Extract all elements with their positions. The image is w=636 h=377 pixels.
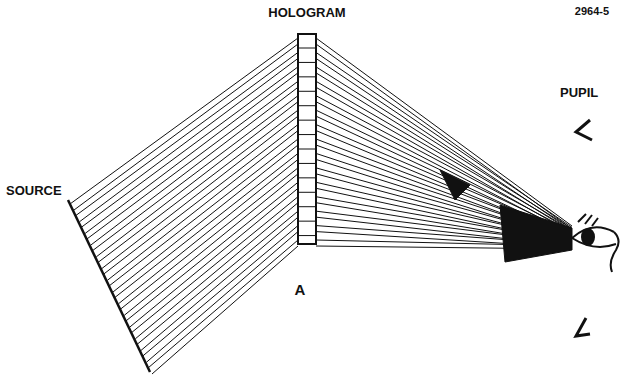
ray-line: [103, 125, 298, 275]
ray-line: [316, 67, 572, 229]
pupil-bracket: [576, 120, 592, 140]
ray-line: [119, 159, 298, 303]
ray-line: [120, 168, 298, 310]
hologram-label: HOLOGRAM: [268, 6, 345, 19]
ray-line: [316, 44, 572, 229]
ray-line: [298, 48, 316, 49]
ray-line: [92, 96, 298, 251]
ray-line: [96, 102, 298, 257]
ray-line: [137, 211, 298, 344]
ray-line: [124, 174, 298, 316]
ray-line: [298, 177, 316, 178]
ray-line: [298, 105, 316, 106]
ray-line: [85, 73, 298, 234]
ray-line: [131, 197, 298, 333]
ray-line: [141, 217, 298, 350]
figure-number: 2964-5: [575, 6, 609, 17]
ray-line: [152, 246, 298, 374]
ray-line: [298, 221, 316, 222]
ray-line: [316, 38, 572, 226]
ray-line: [298, 206, 316, 207]
ray-line: [135, 203, 298, 339]
ray-line: [298, 120, 316, 121]
ray-line: [81, 67, 298, 228]
ray-line: [298, 134, 316, 135]
ray-line: [316, 52, 572, 227]
ray-line: [130, 188, 298, 327]
ray-line: [148, 240, 298, 368]
source-label: SOURCE: [6, 184, 62, 197]
ray-line: [298, 149, 316, 150]
hologram-plate: [298, 34, 316, 244]
ray-line: [87, 81, 298, 239]
ray-line: [146, 232, 298, 363]
ray-line: [316, 102, 572, 235]
ray-line: [76, 52, 298, 215]
pupil-label: PUPIL: [560, 86, 598, 99]
ray-line: [298, 235, 316, 236]
ray-line: [316, 58, 572, 230]
ray-line: [298, 62, 316, 63]
ray-line: [126, 182, 298, 321]
ray-line: [142, 226, 298, 357]
source-line: [68, 200, 150, 372]
ray-convergence: [440, 170, 572, 262]
ray-line: [80, 58, 298, 221]
pupil-bracket: [576, 318, 590, 336]
ray-line: [298, 91, 316, 92]
panel-letter: A: [295, 282, 306, 297]
ray-line: [298, 76, 316, 77]
ray-line: [298, 163, 316, 164]
ray-line: [298, 192, 316, 193]
eye: [572, 214, 619, 272]
